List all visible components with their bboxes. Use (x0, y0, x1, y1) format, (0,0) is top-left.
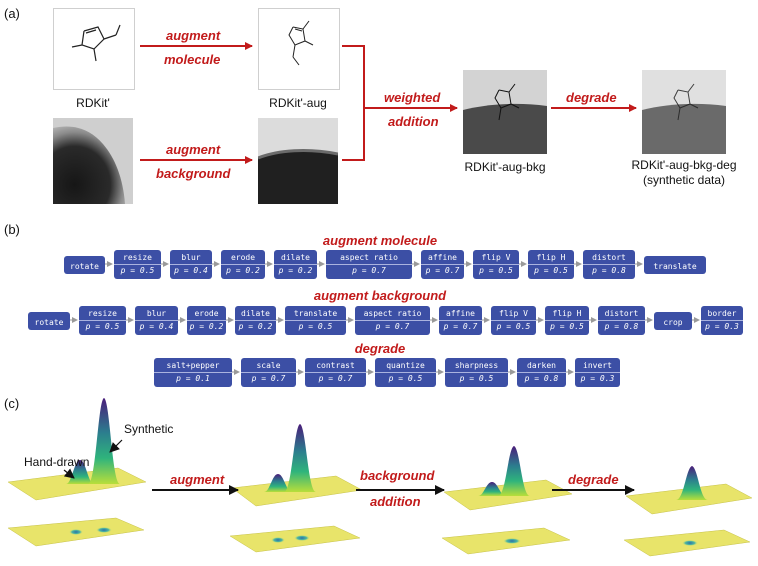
rdkit-aug-bkg-image (463, 70, 547, 154)
label-augment-background-top: augment (166, 142, 221, 157)
panel-c-label: (c) (4, 396, 20, 411)
augmented-background-image (258, 118, 338, 204)
label-degrade-c: degrade (568, 472, 619, 487)
rdkit-molecule-image (53, 8, 135, 90)
projection-plot-3 (441, 527, 571, 555)
surface-plot-2 (231, 424, 363, 507)
degraded-image-texture (642, 70, 726, 154)
caption-rdkit-aug-bkg: RDKit'-aug-bkg (464, 160, 546, 174)
label-background-c: background (360, 468, 435, 483)
label-hand-drawn: Hand-drawn (24, 455, 90, 469)
synthetic-pointer (109, 439, 123, 453)
caption-rdkit-aug-bkg-deg: RDKit'-aug-bkg-deg (631, 158, 737, 172)
label-weighted: weighted (384, 90, 441, 105)
augmented-molecule-drawing (288, 20, 314, 66)
molecule-drawing (71, 24, 121, 62)
label-addition-c: addition (370, 494, 421, 509)
panel-a-label: (a) (4, 6, 20, 21)
label-augment-molecule-top: augment (166, 28, 221, 43)
caption-rdkit-aug: RDKit'-aug (269, 96, 327, 110)
step-bg-rotate: rotate (28, 312, 70, 330)
label-addition: addition (388, 114, 439, 129)
label-degrade-a: degrade (566, 90, 617, 105)
surface-plot-1 (7, 398, 147, 501)
step-rotate: rotate (64, 256, 105, 274)
label-molecule: molecule (164, 52, 221, 67)
step-translate: translate (644, 256, 706, 274)
step-bg-crop: crop (654, 312, 692, 330)
section-title-augment-background: augment background (313, 288, 447, 303)
combined-image-texture (463, 70, 547, 154)
hand-drawn-pointer (63, 468, 75, 479)
label-augment-c: augment (170, 472, 225, 487)
section-title-degrade: degrade (354, 341, 406, 356)
background-texture (53, 118, 133, 204)
caption-synthetic-data: (synthetic data) (642, 173, 726, 187)
augmented-background-texture (258, 118, 338, 204)
surface-plot-4 (625, 466, 753, 515)
panel-b-label: (b) (4, 222, 20, 237)
label-background: background (156, 166, 231, 181)
rdkit-aug-molecule-image (258, 8, 340, 90)
section-title-augment-molecule: augment molecule (322, 233, 438, 248)
surface-plot-3 (443, 446, 573, 511)
projection-plot-4 (623, 529, 751, 557)
projection-plot-1 (7, 517, 145, 547)
projection-plot-2 (229, 525, 361, 553)
background-image (53, 118, 133, 204)
arrow-weighted-addition-merge (342, 45, 457, 161)
rdkit-aug-bkg-deg-image (642, 70, 726, 154)
caption-rdkit: RDKit' (76, 96, 110, 110)
label-synthetic: Synthetic (124, 422, 174, 436)
